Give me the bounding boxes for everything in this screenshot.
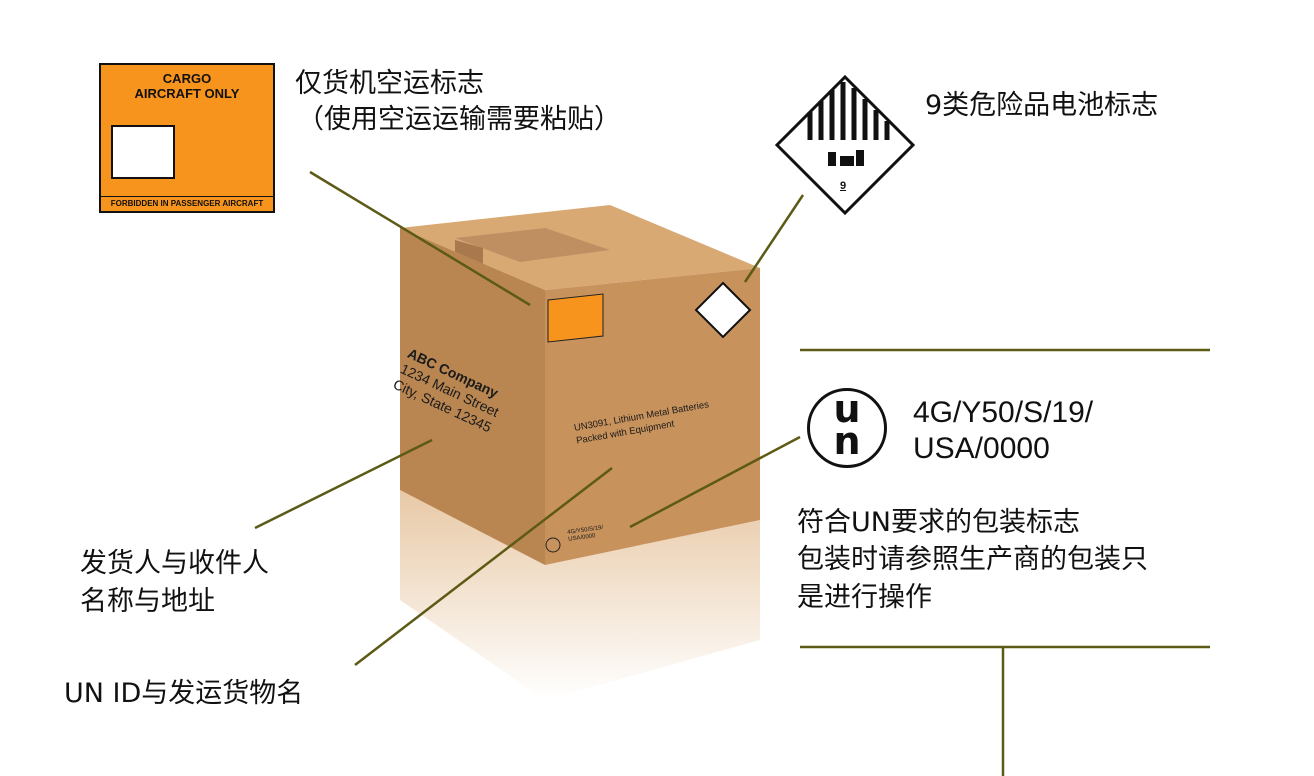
un-package-caption-1: 符合UN要求的包装标志 — [797, 507, 1080, 538]
un-packaging-code: 4G/Y50/S/19/ USA/0000 — [913, 395, 1093, 467]
un-symbol-n: n — [833, 419, 861, 463]
box-reflection — [400, 490, 760, 700]
un-code-line1: 4G/Y50/S/19/ — [913, 396, 1094, 429]
box-class9-label — [694, 281, 752, 339]
box-tape — [455, 228, 610, 262]
shipper-caption-2: 名称与地址 — [80, 586, 215, 617]
cargo-label-note: （使用空运运输需要粘贴） — [297, 104, 621, 135]
class9-number: 9 — [840, 180, 847, 192]
box-left-face — [400, 228, 545, 565]
un-package-caption-3: 是进行操作 — [797, 582, 932, 613]
un-symbol-u: u — [833, 387, 861, 431]
leader-lines — [254, 170, 1210, 776]
cargo-label-illustration — [111, 125, 175, 179]
box-right-face — [545, 268, 760, 565]
un-code-line2: USA/0000 — [913, 432, 1050, 465]
shipper-caption-1: 发货人与收件人 — [80, 548, 269, 579]
cargo-label-top-text: CARGO AIRCRAFT ONLY — [134, 71, 240, 101]
un-id-caption: UN ID与发运货物名 — [64, 678, 304, 709]
box-un-mark — [545, 537, 561, 553]
class9-caption: 9类危险品电池标志 — [925, 90, 1159, 121]
cargo-aircraft-only-label: CARGO AIRCRAFT ONLY FORBIDDEN IN PASSENG… — [99, 63, 275, 213]
box-cargo-label — [547, 293, 604, 343]
cargo-label-title: 仅货机空运标志 — [295, 68, 484, 99]
class9-label — [774, 74, 916, 216]
un-packaging-symbol: u n — [807, 388, 887, 468]
cargo-label-bottom-text: FORBIDDEN IN PASSENGER AIRCRAFT — [101, 196, 273, 211]
un-package-caption-2: 包装时请参照生产商的包装只 — [797, 544, 1148, 575]
